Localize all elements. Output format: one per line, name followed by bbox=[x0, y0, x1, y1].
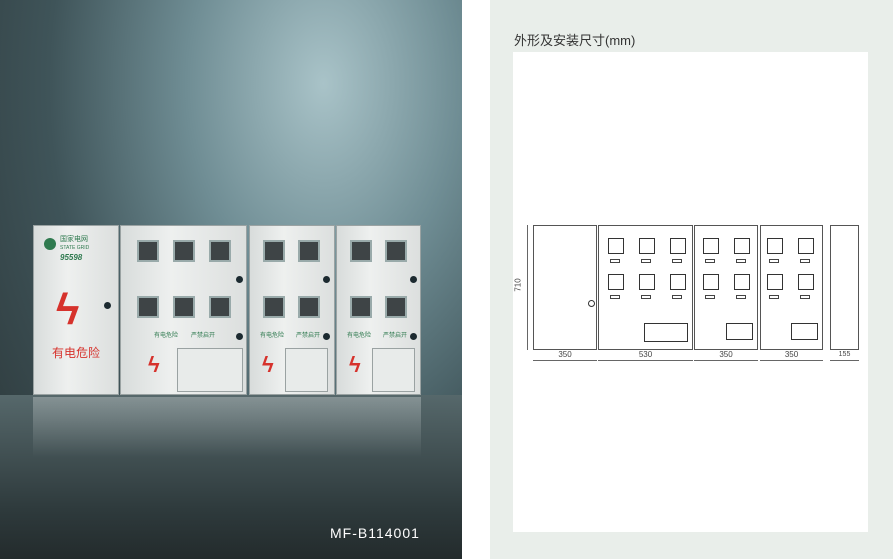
meter-window bbox=[173, 296, 195, 318]
meter-window bbox=[767, 274, 783, 290]
meter-window bbox=[385, 296, 407, 318]
cabinet-main: 国家电网 STATE GRID 95598 ϟ 有电危险 bbox=[33, 225, 119, 395]
meter-window bbox=[610, 259, 620, 263]
meter-window bbox=[209, 296, 231, 318]
logo-sub: STATE GRID bbox=[60, 245, 90, 251]
meter-window bbox=[608, 274, 624, 290]
label-danger: 有电危险 bbox=[260, 333, 285, 339]
meter-window bbox=[298, 240, 320, 262]
meter-window bbox=[734, 238, 750, 254]
warning-text: 有电危险 bbox=[52, 346, 101, 360]
meter-window bbox=[209, 240, 231, 262]
dim-depth: 155 bbox=[830, 350, 859, 361]
meter-window bbox=[705, 259, 715, 263]
logo-name: 国家电网 bbox=[60, 236, 88, 243]
meter-window bbox=[350, 296, 372, 318]
floor bbox=[0, 395, 462, 559]
meter-window bbox=[705, 295, 715, 299]
meter-window bbox=[670, 274, 686, 290]
state-grid-logo-icon bbox=[44, 238, 56, 250]
dim-width: 530 bbox=[598, 350, 693, 361]
meter-window bbox=[736, 259, 746, 263]
meter-window bbox=[608, 238, 624, 254]
meter-window bbox=[798, 238, 814, 254]
drawing-cabinet-4 bbox=[694, 225, 758, 350]
meter-window bbox=[298, 296, 320, 318]
knob-icon bbox=[236, 276, 243, 283]
meter-window bbox=[610, 295, 620, 299]
knob-icon bbox=[236, 333, 243, 340]
meter-window bbox=[350, 240, 372, 262]
meter-window bbox=[173, 240, 195, 262]
knob-icon bbox=[410, 276, 417, 283]
meter-window bbox=[791, 323, 818, 340]
lightning-icon: ϟ bbox=[262, 352, 274, 377]
drawing-title: 外形及安装尺寸(mm) bbox=[514, 33, 636, 48]
door bbox=[177, 348, 243, 392]
reflection bbox=[33, 397, 421, 457]
meter-window bbox=[736, 295, 746, 299]
label-danger: 有电危险 bbox=[347, 333, 372, 339]
meter-window bbox=[703, 274, 719, 290]
lock-knob bbox=[104, 302, 111, 309]
meter-window bbox=[800, 259, 810, 263]
meter-window bbox=[726, 323, 753, 340]
drawing-cabinet-6 bbox=[598, 225, 693, 350]
meter-window bbox=[672, 295, 682, 299]
knob-icon bbox=[410, 333, 417, 340]
meter-window bbox=[670, 238, 686, 254]
meter-window bbox=[767, 238, 783, 254]
drawing-side-view bbox=[830, 225, 859, 350]
knob-icon bbox=[323, 276, 330, 283]
meter-window bbox=[263, 240, 285, 262]
hotline: 95598 bbox=[60, 253, 83, 262]
drawing-cabinet-4 bbox=[760, 225, 823, 350]
meter-window bbox=[734, 274, 750, 290]
meter-window bbox=[769, 259, 779, 263]
drawing-cabinet-main bbox=[533, 225, 597, 350]
meter-window bbox=[644, 323, 688, 342]
model-number: MF-B114001 bbox=[330, 525, 420, 541]
height-dimension-line bbox=[527, 225, 528, 350]
meter-window bbox=[800, 295, 810, 299]
cabinet-4-meter: 有电危险 严禁启开 ϟ bbox=[336, 225, 421, 395]
knob-icon bbox=[323, 333, 330, 340]
meter-window bbox=[639, 274, 655, 290]
meter-window bbox=[137, 240, 159, 262]
meter-window bbox=[672, 259, 682, 263]
meter-window bbox=[639, 238, 655, 254]
dim-width: 350 bbox=[533, 350, 597, 361]
label-forbidden: 严禁启开 bbox=[296, 333, 321, 339]
meter-window bbox=[137, 296, 159, 318]
door bbox=[285, 348, 328, 392]
meter-window bbox=[703, 238, 719, 254]
label-forbidden: 严禁启开 bbox=[191, 333, 216, 339]
door bbox=[372, 348, 415, 392]
label-danger: 有电危险 bbox=[154, 333, 179, 339]
label-forbidden: 严禁启开 bbox=[383, 333, 408, 339]
meter-window bbox=[641, 259, 651, 263]
lightning-icon: ϟ bbox=[349, 352, 361, 377]
meter-window bbox=[769, 295, 779, 299]
meter-window bbox=[798, 274, 814, 290]
dim-width: 350 bbox=[760, 350, 823, 361]
dim-width: 350 bbox=[694, 350, 758, 361]
knob-icon bbox=[588, 300, 595, 307]
meter-window bbox=[641, 295, 651, 299]
dim-height: 710 bbox=[513, 278, 523, 292]
meter-window bbox=[263, 296, 285, 318]
meter-window bbox=[385, 240, 407, 262]
cabinet-4-meter: 有电危险 严禁启开 ϟ bbox=[249, 225, 335, 395]
product-photo: 国家电网 STATE GRID 95598 ϟ 有电危险 有电危险 严禁启开 ϟ… bbox=[0, 0, 462, 559]
lightning-icon: ϟ bbox=[148, 352, 160, 377]
lightning-icon: ϟ bbox=[56, 285, 80, 334]
cabinet-6-meter: 有电危险 严禁启开 ϟ bbox=[120, 225, 247, 395]
